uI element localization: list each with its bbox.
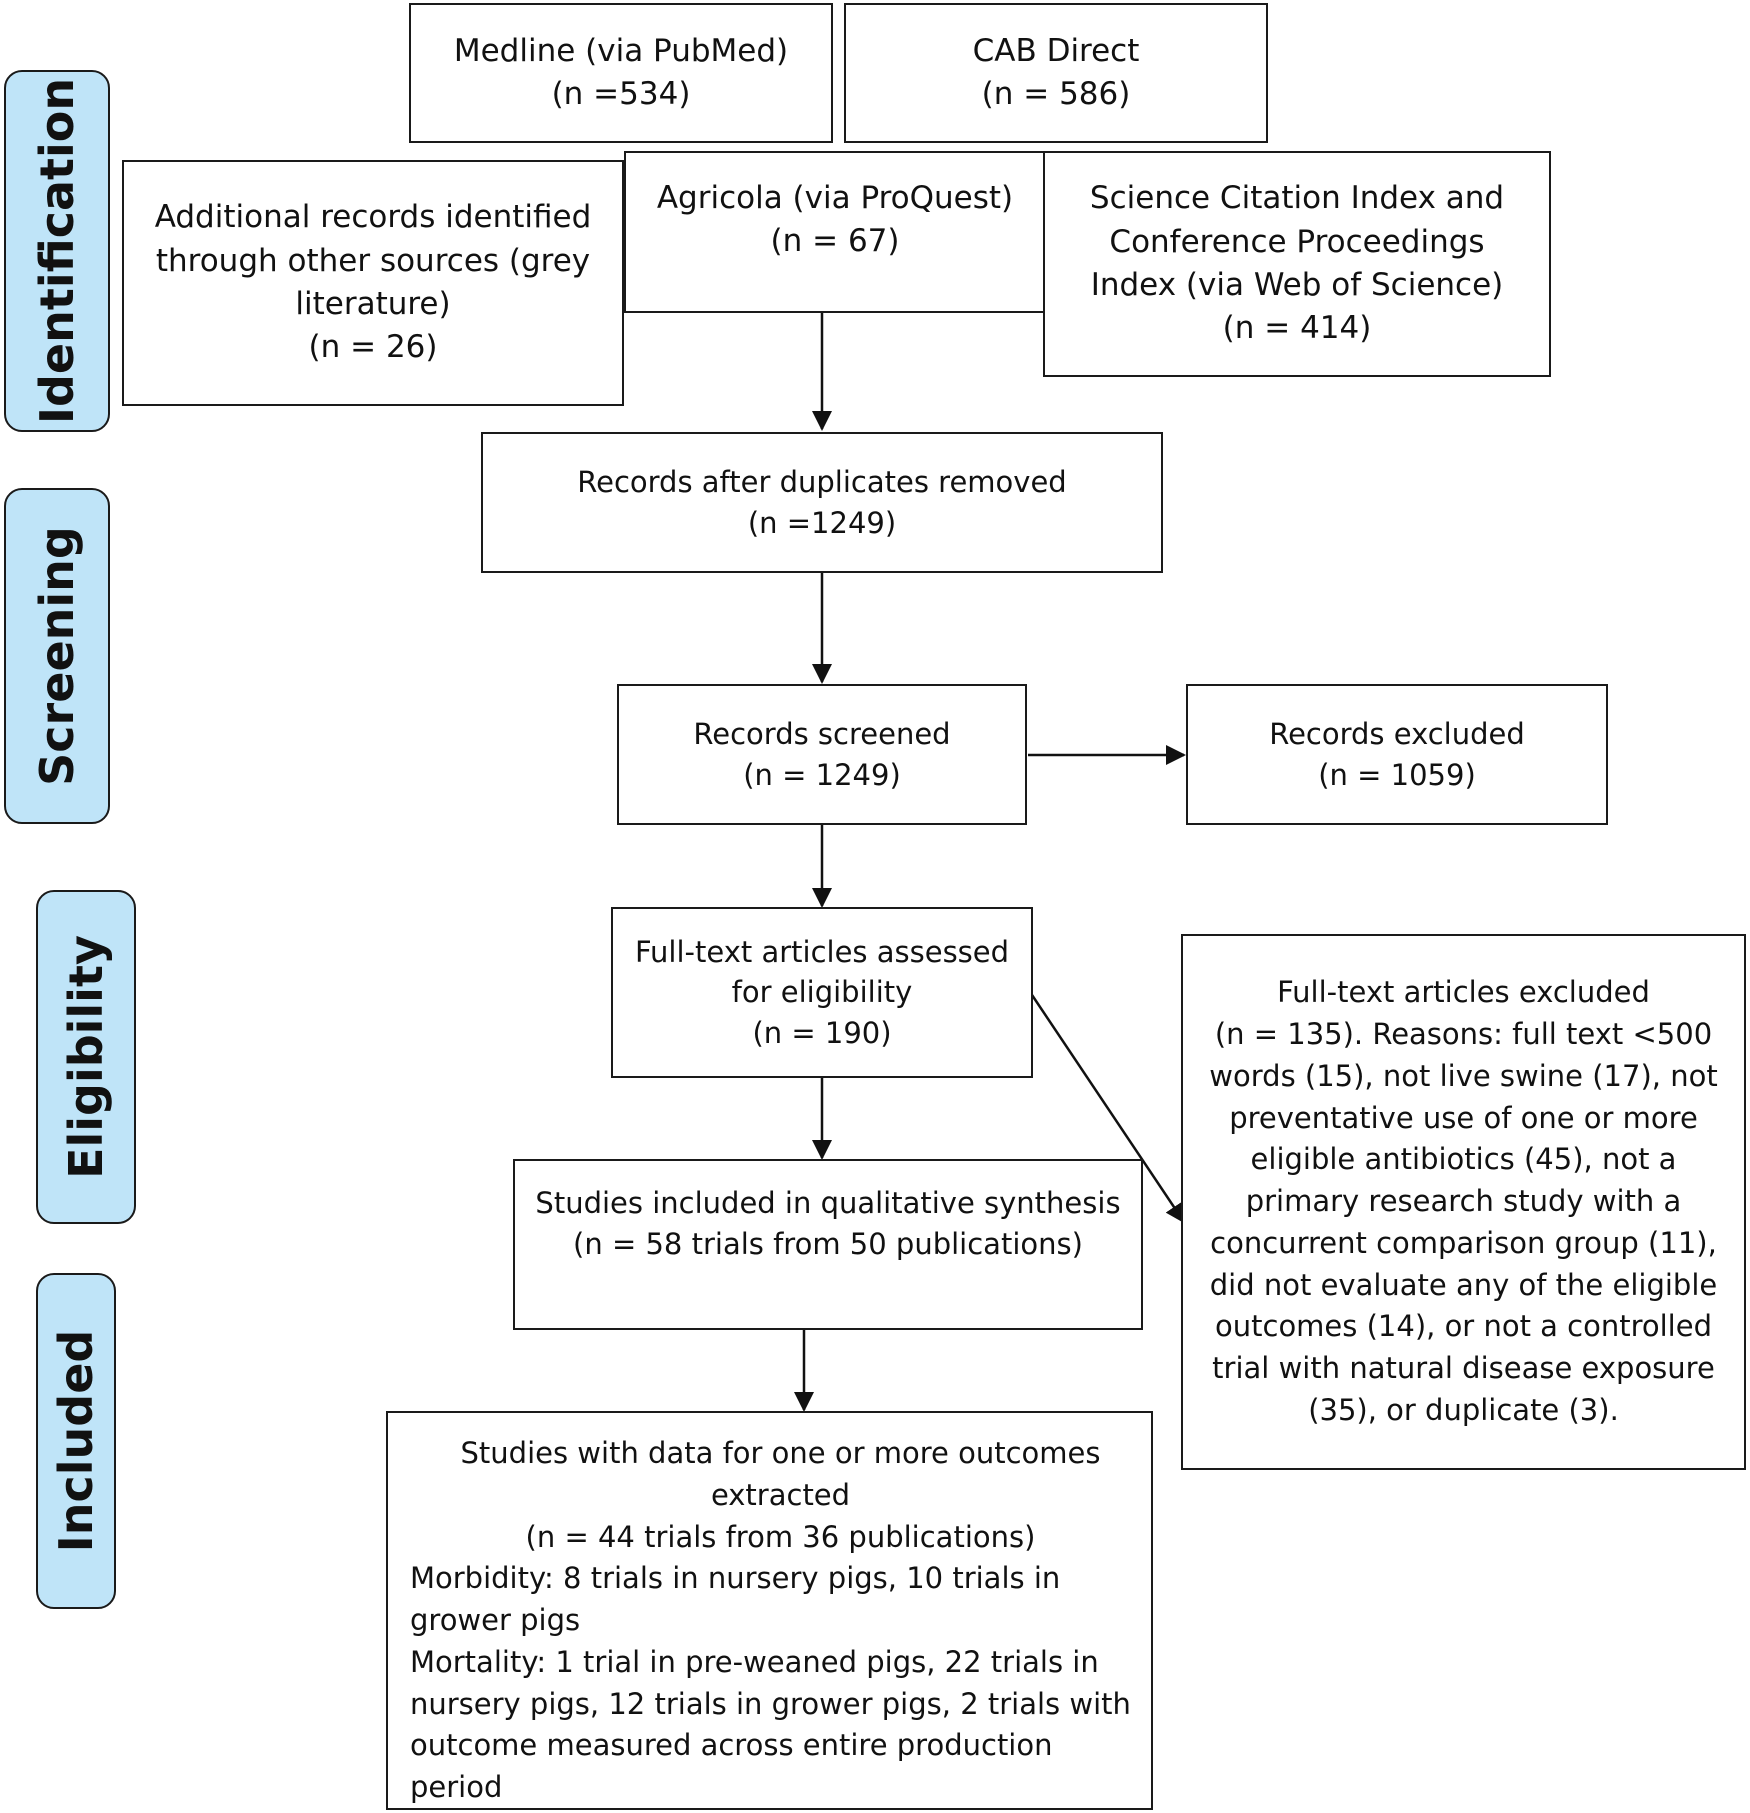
- fulltext-excluded-line: primary research study with a: [1245, 1184, 1682, 1219]
- extracted-mortality2: nursery pigs, 12 trials in grower pigs, …: [410, 1686, 1131, 1721]
- sci-line3: Index (via Web of Science): [1090, 267, 1504, 303]
- box-fulltext-excluded: Full-text articles excluded (n = 135). R…: [1181, 934, 1746, 1470]
- extracted-mortality3: outcome measured across entire productio…: [410, 1728, 1053, 1804]
- fulltext-excluded-line: words (15), not live swine (17), not: [1209, 1058, 1718, 1093]
- fulltext-excluded-line: (n = 135). Reasons: full text <500: [1214, 1017, 1713, 1052]
- box-extracted-outcomes: Studies with data for one or more outcom…: [386, 1411, 1153, 1810]
- box-agricola: Agricola (via ProQuest) (n = 67): [624, 151, 1046, 313]
- fulltext-excluded-line: concurrent comparison group (11),: [1210, 1225, 1717, 1260]
- box-records-excluded: Records excluded (n = 1059): [1186, 684, 1608, 825]
- excluded-count: (n = 1059): [1318, 757, 1476, 792]
- fulltext-excluded-line: outcomes (14), or not a controlled: [1215, 1309, 1712, 1344]
- fulltext-excluded-line: (35), or duplicate (3).: [1308, 1392, 1619, 1427]
- dedup-label: Records after duplicates removed: [577, 464, 1067, 499]
- additional-line2: through other sources (grey: [155, 242, 591, 279]
- extracted-line1: Studies with data for one or more outcom…: [460, 1436, 1101, 1470]
- cab-name: CAB Direct: [972, 32, 1140, 69]
- extracted-count: (n = 44 trials from 36 publications): [525, 1519, 1036, 1554]
- fulltext-excluded-line: preventative use of one or more: [1229, 1100, 1698, 1135]
- stage-eligibility: Eligibility: [36, 890, 136, 1224]
- excluded-label: Records excluded: [1269, 716, 1525, 751]
- agricola-count: (n = 67): [770, 223, 900, 260]
- box-fulltext-assessed: Full-text articles assessed for eligibil…: [611, 907, 1033, 1078]
- sci-line2: Conference Proceedings: [1109, 223, 1485, 260]
- sci-count: (n = 414): [1222, 310, 1372, 347]
- box-science-citation-index: Science Citation Index and Conference Pr…: [1043, 151, 1551, 377]
- arrow-to-fulltext-excluded: [1030, 994, 1186, 1224]
- stage-identification: Identification: [4, 70, 110, 432]
- box-additional-records: Additional records identified through ot…: [122, 160, 624, 406]
- qualitative-count: (n = 58 trials from 50 publications): [573, 1226, 1083, 1261]
- dedup-count: (n =1249): [747, 505, 897, 540]
- medline-name: Medline (via PubMed): [453, 32, 789, 69]
- extracted-line2: extracted: [710, 1477, 851, 1512]
- fulltext-line1: Full-text articles assessed: [634, 934, 1010, 969]
- extracted-morbidity2: grower pigs: [410, 1603, 581, 1637]
- stage-screening: Screening: [4, 488, 110, 824]
- box-records-screened: Records screened (n = 1249): [617, 684, 1027, 825]
- fulltext-count: (n = 190): [752, 1015, 892, 1050]
- medline-count: (n =534): [551, 76, 691, 112]
- additional-count: (n = 26): [308, 329, 438, 366]
- fulltext-excluded-line: Full-text articles excluded: [1277, 975, 1650, 1010]
- box-cab-direct: CAB Direct (n = 586): [844, 3, 1268, 143]
- agricola-name: Agricola (via ProQuest): [656, 180, 1014, 216]
- extracted-morbidity1: Morbidity: 8 trials in nursery pigs, 10 …: [410, 1561, 1061, 1596]
- box-records-after-duplicates: Records after duplicates removed (n =124…: [481, 432, 1163, 573]
- screened-label: Records screened: [693, 716, 951, 751]
- additional-line3: literature): [295, 286, 451, 322]
- screened-count: (n = 1249): [743, 757, 901, 792]
- fulltext-line2: for eligibility: [731, 975, 913, 1010]
- fulltext-excluded-line: did not evaluate any of the eligible: [1209, 1267, 1718, 1302]
- extracted-mortality1: Mortality: 1 trial in pre-weaned pigs, 2…: [410, 1644, 1099, 1679]
- additional-line1: Additional records identified: [154, 199, 592, 236]
- sci-line1: Science Citation Index and: [1089, 180, 1505, 217]
- fulltext-excluded-line: trial with natural disease exposure: [1212, 1351, 1715, 1386]
- qualitative-label: Studies included in qualitative synthesi…: [535, 1186, 1121, 1220]
- stage-included: Included: [36, 1273, 116, 1609]
- box-qualitative-synthesis: Studies included in qualitative synthesi…: [513, 1159, 1143, 1330]
- box-medline: Medline (via PubMed) (n =534): [409, 3, 833, 143]
- fulltext-excluded-line: eligible antibiotics (45), not a: [1250, 1142, 1677, 1177]
- cab-count: (n = 586): [981, 76, 1131, 112]
